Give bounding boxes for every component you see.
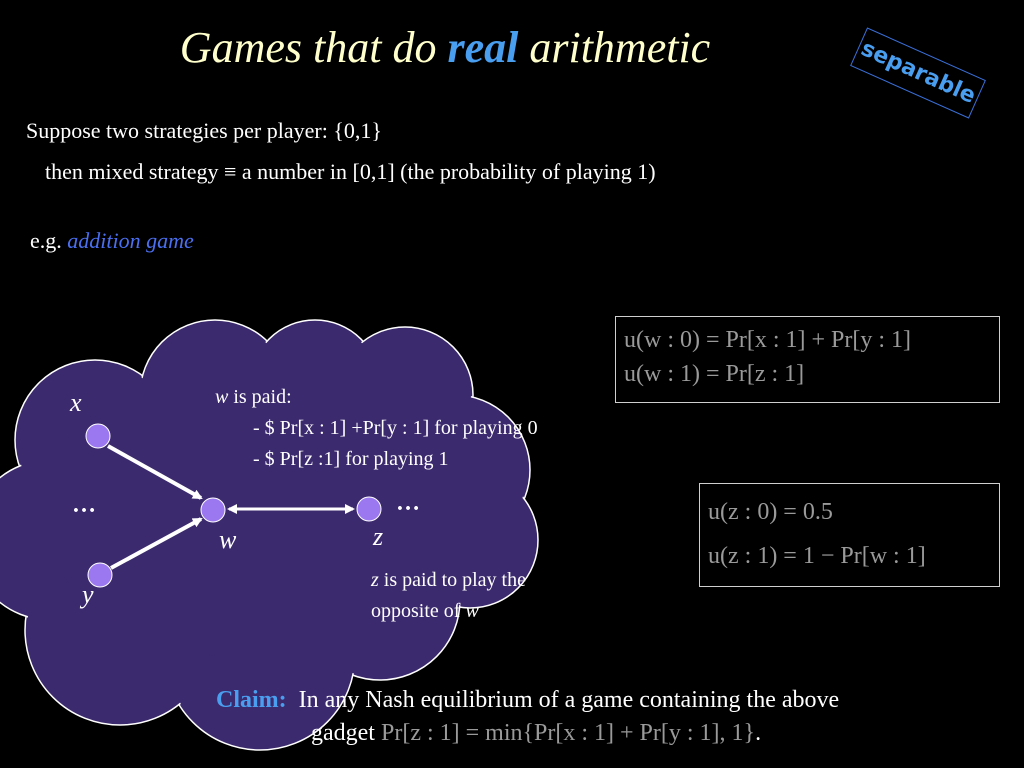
z-paid-w-var: w (465, 600, 479, 622)
edge-y-w (110, 517, 203, 570)
example-prefix: e.g. (30, 228, 68, 253)
node-x (85, 423, 111, 449)
claim-text-1: In any Nash equilibrium of a game contai… (298, 687, 840, 713)
node-w (200, 497, 226, 523)
example-game-name: addition game (67, 228, 194, 253)
node-y (87, 562, 113, 588)
left-ellipsis: … (72, 492, 96, 518)
mixed-strategy-line: then mixed strategy ≡ a number in [0,1] … (45, 159, 656, 184)
label-w: w (219, 525, 237, 554)
claim-formula: Pr[z : 1] = min{Pr[x : 1] + Pr[y : 1], 1… (380, 720, 756, 746)
separable-badge: separable (850, 27, 986, 119)
claim-label: Claim: (216, 687, 287, 713)
w-utility-box: u(w : 0) = Pr[x : 1] + Pr[y : 1] u(w : 1… (615, 316, 1000, 403)
title-prefix: Games that do (179, 23, 448, 72)
z-var: z (371, 569, 379, 591)
strategy-line: Suppose two strategies per player: {0,1} (26, 118, 382, 143)
claim-block: Claim: In any Nash equilibrium of a game… (216, 684, 976, 750)
w-paid-heading: is paid: (228, 386, 292, 408)
z-paid-line-1: is paid to play the (378, 569, 526, 591)
w-var: w (215, 386, 229, 408)
claim-period: . (755, 720, 762, 746)
claim-text-2: gadget (311, 720, 381, 746)
z-utility-1: u(z : 1) = 1 − Pr[w : 1] (708, 543, 926, 569)
label-z: z (373, 522, 384, 551)
w-paid-line-1: - $ Pr[x : 1] +Pr[y : 1] for playing 0 (253, 417, 538, 439)
z-payoff-text: z is paid to play the opposite of w (371, 565, 526, 627)
example-line: e.g. addition game (30, 228, 194, 254)
w-utility-1: u(w : 1) = Pr[z : 1] (624, 361, 805, 387)
label-x: x (70, 388, 82, 417)
w-payoff-text: w is paid: - $ Pr[x : 1] +Pr[y : 1] for … (215, 382, 538, 475)
right-ellipsis: … (396, 490, 420, 516)
z-paid-line-2: opposite of (371, 600, 466, 622)
z-utility-0: u(z : 0) = 0.5 (708, 499, 833, 525)
label-y: y (82, 580, 94, 609)
z-utility-box: u(z : 0) = 0.5 u(z : 1) = 1 − Pr[w : 1] (699, 483, 1000, 587)
title-suffix: arithmetic (518, 23, 711, 72)
title-emphasis: real (447, 23, 519, 72)
slide-title: Games that do real arithmetic (0, 22, 890, 73)
w-paid-line-2: - $ Pr[z :1] for playing 1 (253, 448, 449, 470)
edge-x-w (107, 444, 203, 500)
node-z (356, 496, 382, 522)
cloud-diagram (0, 319, 539, 751)
w-utility-0: u(w : 0) = Pr[x : 1] + Pr[y : 1] (624, 327, 912, 353)
